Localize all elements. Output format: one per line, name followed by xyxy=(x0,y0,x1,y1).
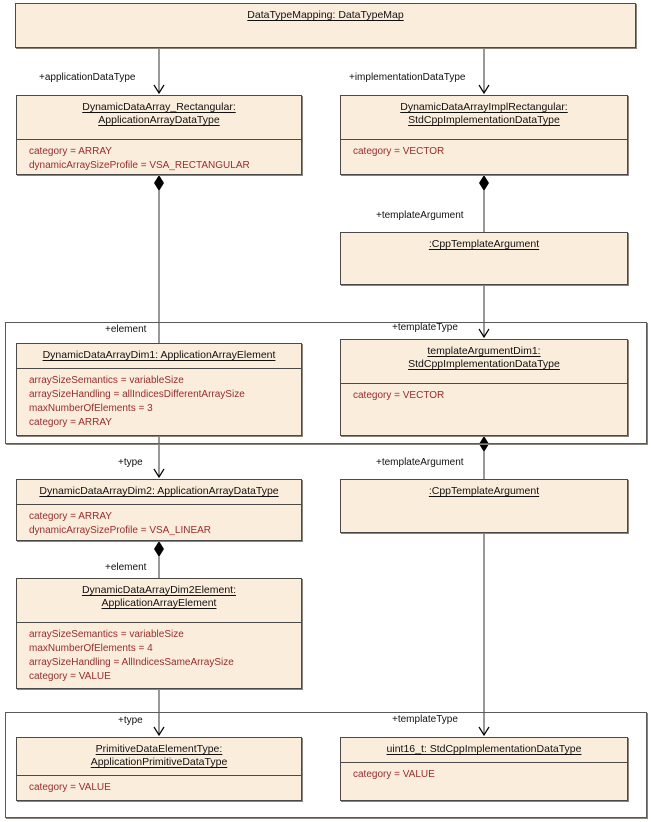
attribute-row: arraySizeSemantics = variableSize xyxy=(29,375,184,386)
node-header: PrimitiveDataElementType: ApplicationPri… xyxy=(17,738,301,776)
node-dynamic-data-array-dim2[interactable]: DynamicDataArrayDim2: ApplicationArrayDa… xyxy=(16,479,302,541)
node-dynamic-data-array-dim1[interactable]: DynamicDataArrayDim1: ApplicationArrayEl… xyxy=(16,343,302,436)
node-attributes: arraySizeSemantics = variableSize maxNum… xyxy=(17,623,301,689)
node-header: DynamicDataArrayDim2: ApplicationArrayDa… xyxy=(17,480,301,505)
node-title-line1: DynamicDataArrayDim2Element: xyxy=(81,584,237,596)
node-attributes: arraySizeSemantics = variableSize arrayS… xyxy=(17,369,301,435)
attribute-row: category = ARRAY xyxy=(29,511,112,522)
node-attributes: category = VALUE xyxy=(17,776,301,800)
group-frame-dim1 xyxy=(5,322,647,444)
edge-label-type-1: +type xyxy=(118,457,143,468)
edge-label-implementationDataType: +implementationDataType xyxy=(349,72,466,83)
attribute-row: maxNumberOfElements = 3 xyxy=(29,403,153,414)
node-title-line1: templateArgumentDim1: xyxy=(427,345,541,357)
node-header: DynamicDataArray_Rectangular: Applicatio… xyxy=(17,96,301,140)
edge-label-templateArgument-2: +templateArgument xyxy=(376,457,464,468)
node-title-line2: StdCppImplementationDataType xyxy=(408,358,560,370)
edge-label-templateArgument-1: +templateArgument xyxy=(376,210,464,221)
attribute-row: category = VECTOR xyxy=(353,390,445,401)
node-header: :CppTemplateArgument xyxy=(341,233,627,256)
node-title-line1: DynamicDataArrayDim1: ApplicationArrayEl… xyxy=(42,349,276,361)
attribute-row: category = VALUE xyxy=(29,782,111,793)
node-title-line1: DynamicDataArrayImplRectangular: xyxy=(400,101,568,113)
node-header: DynamicDataArrayDim2Element: Application… xyxy=(17,579,301,623)
node-title-line1: uint16_t: StdCppImplementationDataType xyxy=(386,743,582,755)
edge-label-type-2: +type xyxy=(118,715,143,726)
attribute-row: category = ARRAY xyxy=(29,146,112,157)
node-title-line1: :CppTemplateArgument xyxy=(428,238,540,250)
node-data-type-mapping[interactable]: DataTypeMapping: DataTypeMap xyxy=(15,3,636,48)
edge-label-templateType-1: +templateType xyxy=(392,322,458,333)
node-title-line1: DynamicDataArray_Rectangular: xyxy=(82,101,236,113)
node-uint16-t[interactable]: uint16_t: StdCppImplementationDataType c… xyxy=(340,737,628,801)
attribute-row: category = VALUE xyxy=(29,671,111,682)
node-title-line1: :CppTemplateArgument xyxy=(428,485,540,497)
edge-label-element-2: +element xyxy=(105,562,147,573)
attribute-row: dynamicArraySizeProfile = VSA_RECTANGULA… xyxy=(29,160,250,171)
group-frame-leaf xyxy=(5,712,647,818)
node-title-line1: PrimitiveDataElementType: xyxy=(95,743,223,755)
attribute-row: arraySizeHandling = AllIndicesSameArrayS… xyxy=(29,657,234,668)
node-header: DynamicDataArrayDim1: ApplicationArrayEl… xyxy=(17,344,301,369)
attribute-row: category = ARRAY xyxy=(29,417,112,428)
node-title-line2: StdCppImplementationDataType xyxy=(408,114,560,126)
node-attributes: category = ARRAY dynamicArraySizeProfile… xyxy=(17,505,301,543)
node-dynamic-data-array-dim2-element[interactable]: DynamicDataArrayDim2Element: Application… xyxy=(16,578,302,689)
node-title-line2: ApplicationArrayDataType xyxy=(98,114,220,126)
node-attributes: category = VALUE xyxy=(341,763,627,787)
node-header: uint16_t: StdCppImplementationDataType xyxy=(341,738,627,763)
node-attributes: category = VECTOR xyxy=(341,384,627,408)
composition-diamond-right-1 xyxy=(479,175,489,191)
node-title-line1: DynamicDataArrayDim2: ApplicationArrayDa… xyxy=(39,485,279,497)
node-attributes: category = VECTOR xyxy=(341,140,627,164)
attribute-row: maxNumberOfElements = 4 xyxy=(29,643,153,654)
node-header: DynamicDataArrayImplRectangular: StdCppI… xyxy=(341,96,627,140)
node-dynamic-data-array-rectangular[interactable]: DynamicDataArray_Rectangular: Applicatio… xyxy=(16,95,302,175)
node-cpp-template-argument-2[interactable]: :CppTemplateArgument xyxy=(340,479,628,533)
node-title: DataTypeMapping: DataTypeMap xyxy=(247,9,404,21)
node-template-argument-dim1[interactable]: templateArgumentDim1: StdCppImplementati… xyxy=(340,339,628,436)
node-dynamic-data-array-impl-rectangular[interactable]: DynamicDataArrayImplRectangular: StdCppI… xyxy=(340,95,628,175)
attribute-row: category = VALUE xyxy=(353,769,435,780)
node-primitive-data-element-type[interactable]: PrimitiveDataElementType: ApplicationPri… xyxy=(16,737,302,801)
edge-label-applicationDataType: +applicationDataType xyxy=(39,72,136,83)
attribute-row: dynamicArraySizeProfile = VSA_LINEAR xyxy=(29,525,212,536)
node-title-line2: ApplicationPrimitiveDataType xyxy=(90,756,228,768)
node-header: :CppTemplateArgument xyxy=(341,480,627,503)
node-header: templateArgumentDim1: StdCppImplementati… xyxy=(341,340,627,384)
node-attributes: category = ARRAY dynamicArraySizeProfile… xyxy=(17,140,301,178)
edge-label-element-1: +element xyxy=(105,324,147,335)
node-title-line2: ApplicationArrayElement xyxy=(101,597,217,609)
attribute-row: category = VECTOR xyxy=(353,146,445,157)
edge-label-templateType-2: +templateType xyxy=(392,714,458,725)
composition-diamond-left-2 xyxy=(154,541,164,557)
node-cpp-template-argument-1[interactable]: :CppTemplateArgument xyxy=(340,232,628,285)
attribute-row: arraySizeHandling = allIndicesDifferentA… xyxy=(29,389,245,400)
attribute-row: arraySizeSemantics = variableSize xyxy=(29,629,184,640)
node-header: DataTypeMapping: DataTypeMap xyxy=(16,4,635,27)
